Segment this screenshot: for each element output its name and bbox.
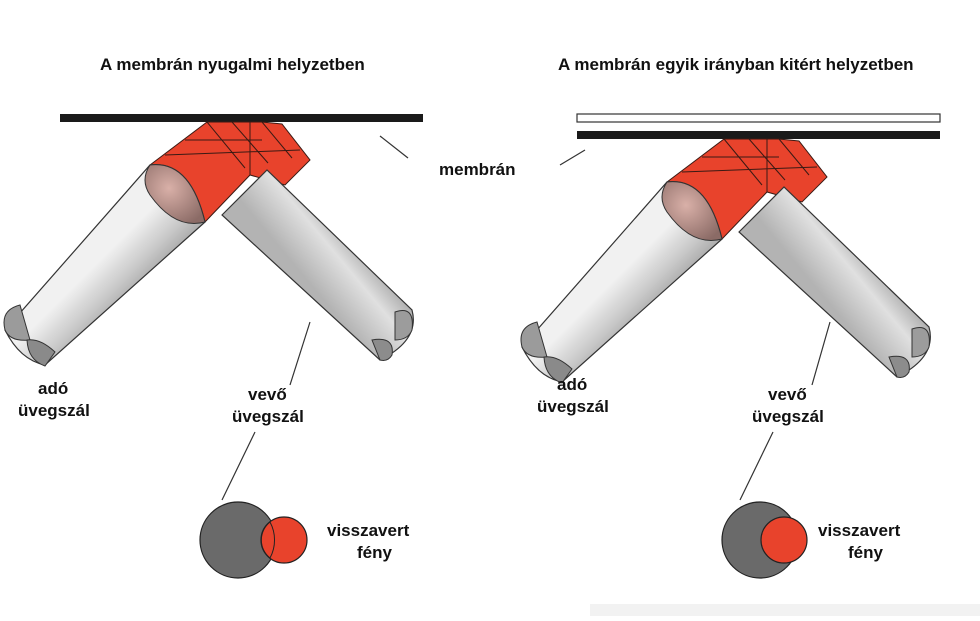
left-light-label-1: visszavert: [327, 521, 410, 540]
right-receiver-label-2: üvegszál: [752, 407, 824, 426]
right-transmitter-label-1: adó: [557, 375, 588, 394]
bottom-right-shade: [590, 604, 980, 616]
left-optics: [3, 121, 414, 367]
membrane-rest-outline: [576, 113, 941, 123]
right-light-label-2: fény: [848, 543, 883, 562]
left-title: A membrán nyugalmi helyzetben: [100, 55, 365, 74]
right-receiver-label-1: vevő: [768, 385, 807, 404]
membrane-label: membrán: [439, 160, 516, 179]
right-title: A membrán egyik irányban kitért helyzetb…: [558, 55, 914, 74]
left-transmitter-label-1: adó: [38, 379, 69, 398]
right-membrane-pointer: [559, 149, 586, 166]
left-panel: [3, 114, 423, 579]
left-membrane-pointer: [379, 135, 409, 159]
membrane-rest: [60, 114, 423, 122]
right-light-label-1: visszavert: [818, 521, 901, 540]
left-receiver-label-1: vevő: [248, 385, 287, 404]
left-transmitter-label-2: üvegszál: [18, 401, 90, 420]
right-light-spot: [760, 516, 808, 564]
right-transmitter-label-2: üvegszál: [537, 397, 609, 416]
left-spot-pointer: [221, 431, 256, 501]
membrane-deflected: [577, 131, 940, 139]
right-receiver-pointer: [811, 321, 831, 386]
right-panel: [520, 113, 941, 579]
right-optics: [520, 138, 931, 384]
left-receiver-pointer: [289, 321, 311, 386]
left-light-label-2: fény: [357, 543, 392, 562]
right-spot-pointer: [739, 431, 774, 501]
left-receiver-label-2: üvegszál: [232, 407, 304, 426]
